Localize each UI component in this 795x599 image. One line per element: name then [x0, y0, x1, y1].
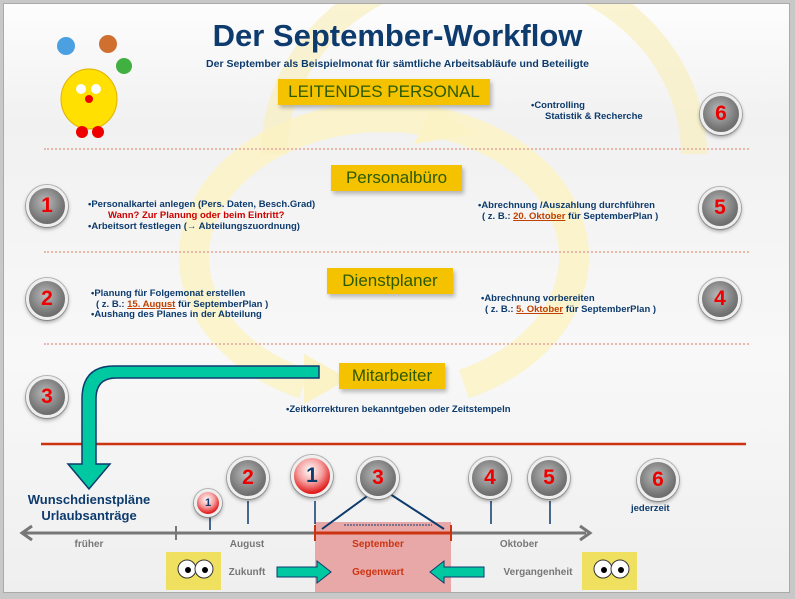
note-aushang: •Aushang des Planes in der Abteilung: [91, 309, 262, 320]
background-cycle-arrows: [19, 4, 746, 592]
note-zeitkorrekturen: •Zeitkorrekturen bekanntgeben oder Zeits…: [286, 404, 511, 415]
step-badge-3: 3: [26, 376, 68, 418]
note-abrechnung: •Abrechnung /Auszahlung durchführen: [478, 200, 655, 211]
label-september: September: [352, 539, 404, 550]
label-gegenwart: Gegenwart: [352, 567, 404, 578]
arrow-left: [429, 559, 485, 585]
eyes-mascot-right-image: [582, 552, 637, 590]
step-badge-5: 5: [699, 187, 741, 229]
slide: Der September-Workflow Der September als…: [3, 3, 790, 593]
label-zukunft: Zukunft: [228, 567, 266, 578]
note-abrechnung-example: ( z. B.: 20. Oktober für SeptemberPlan ): [482, 211, 659, 222]
note-controlling: •Controlling: [531, 100, 585, 111]
timeline-badge-6: 6: [637, 459, 679, 501]
label-august: August: [229, 539, 265, 550]
step-badge-6: 6: [700, 93, 742, 135]
label-vergangenheit: Vergangenheit: [503, 567, 573, 578]
divider: [44, 251, 749, 253]
note-wann: Wann? Zur Planung oder beim Eintritt?: [108, 210, 285, 221]
timeline-badge-3: 3: [357, 457, 399, 499]
arrow-right: [276, 559, 332, 585]
note-statistik: Statistik & Recherche: [545, 111, 643, 122]
page-title: Der September-Workflow: [212, 18, 583, 53]
label-oktober: Oktober: [499, 539, 539, 550]
role-dienstplaner: Dienstplaner: [327, 268, 453, 294]
label-frueher: früher: [74, 539, 104, 550]
timeline-badge-1: 1: [291, 455, 333, 497]
timeline-badge-2: 2: [227, 457, 269, 499]
timeline-badge-1-small: 1: [194, 489, 222, 517]
page-subtitle: Der September als Beispielmonat für sämt…: [206, 58, 589, 70]
role-mitarbeiter: Mitarbeiter: [339, 363, 445, 389]
note-personalkartei: •Personalkartei anlegen (Pers. Daten, Be…: [88, 199, 316, 210]
teal-bend-arrow: [66, 365, 320, 491]
divider: [44, 343, 749, 345]
note-abrechnung-vorbereiten: •Abrechnung vorbereiten: [481, 293, 595, 304]
role-leitendes-personal: LEITENDES PERSONAL: [278, 79, 490, 105]
step-badge-2: 2: [26, 278, 68, 320]
eyes-mascot-left-image: [166, 552, 221, 590]
note-arbeitsort: •Arbeitsort festlegen (→ Abteilungszuord…: [88, 221, 300, 232]
divider: [44, 148, 749, 150]
step-badge-4: 4: [699, 278, 741, 320]
note-planung-example: ( z. B.: 15. August für SeptemberPlan ): [96, 299, 269, 310]
timeline-badge-4: 4: [469, 457, 511, 499]
juggler-mascot-image: [57, 35, 132, 138]
note-vorbereiten-example: ( z. B.: 5. Oktober für SeptemberPlan ): [485, 304, 657, 315]
note-planung: •Planung für Folgemonat erstellen: [91, 288, 246, 299]
role-personalbuero: Personalbüro: [331, 165, 462, 191]
timeline-badge-5: 5: [528, 457, 570, 499]
step-badge-1: 1: [26, 185, 68, 227]
jederzeit-label: jederzeit: [631, 503, 670, 514]
